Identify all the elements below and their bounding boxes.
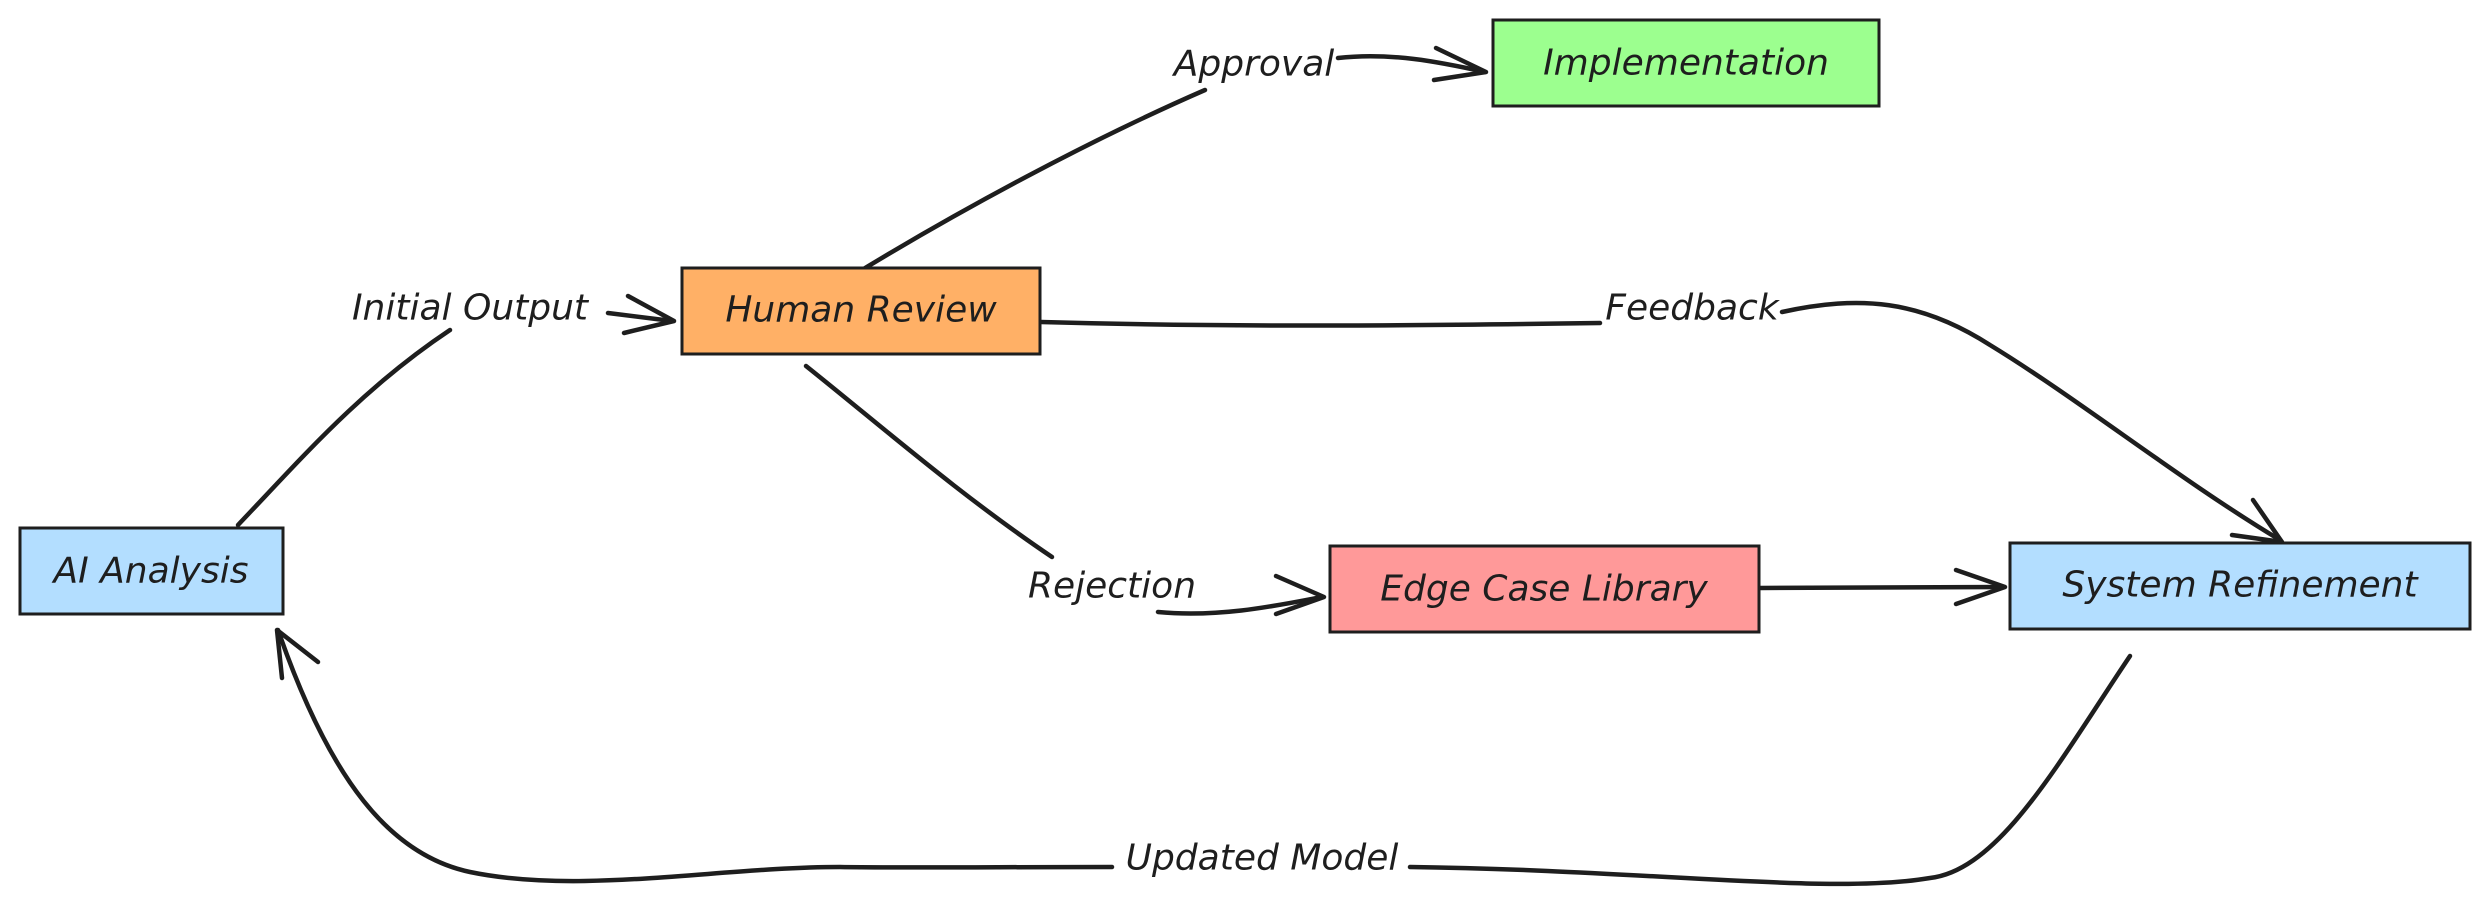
node-implementation[interactable]: Implementation bbox=[1491, 18, 1881, 108]
edge-updated-model-segment bbox=[275, 627, 1115, 884]
edge-rejection-label: Rejection bbox=[1028, 566, 1196, 607]
edge-library-to-refinement-arrowhead bbox=[1953, 567, 2008, 607]
edge-updated-model-line bbox=[1407, 653, 2133, 887]
node-implementation-label: Implementation bbox=[1543, 43, 1829, 84]
edge-initial-output-label: Initial Output bbox=[352, 288, 590, 329]
edge-rejection-segment bbox=[1155, 594, 1325, 616]
node-ai-analysis-box bbox=[18, 526, 285, 616]
node-human-review-box bbox=[680, 266, 1042, 356]
node-system-refinement-box bbox=[2008, 541, 2472, 631]
edge-initial-output-arrowhead bbox=[621, 293, 677, 336]
edge-rejection-line bbox=[803, 363, 1055, 560]
node-system-refinement[interactable]: System Refinement bbox=[2008, 541, 2472, 631]
node-human-review[interactable]: Human Review bbox=[680, 266, 1042, 356]
node-edge-case-library-box bbox=[1328, 544, 1761, 634]
node-system-refinement-label: System Refinement bbox=[2062, 565, 2419, 606]
edge-approval-line bbox=[849, 87, 1208, 279]
edge-feedback-segment bbox=[1779, 300, 2283, 543]
node-ai-analysis[interactable]: AI Analysis bbox=[18, 526, 285, 616]
edge-library-to-refinement bbox=[1757, 567, 2008, 607]
node-ai-analysis-label: AI Analysis bbox=[51, 551, 248, 592]
edge-feedback: Feedback bbox=[1038, 288, 2285, 545]
node-human-review-label: Human Review bbox=[725, 290, 997, 331]
edge-library-to-refinement-line bbox=[1757, 584, 2006, 591]
edge-approval-arrowhead bbox=[1431, 45, 1489, 83]
edge-feedback-label: Feedback bbox=[1605, 288, 1781, 329]
node-edge-case-library-label: Edge Case Library bbox=[1380, 569, 1708, 610]
node-implementation-box bbox=[1491, 18, 1881, 108]
node-edge-case-library[interactable]: Edge Case Library bbox=[1328, 544, 1761, 634]
edge-updated-model-label: Updated Model bbox=[1126, 838, 1399, 879]
edge-rejection: Rejection bbox=[803, 363, 1327, 617]
edge-updated-model: Updated Model bbox=[274, 627, 2133, 887]
edge-approval-label: Approval bbox=[1172, 44, 1335, 85]
edge-updated-model-arrowhead bbox=[274, 627, 321, 681]
edge-rejection-arrowhead bbox=[1273, 573, 1327, 617]
edge-initial-output: Initial Output bbox=[235, 288, 677, 528]
edge-approval-segment bbox=[1335, 53, 1488, 75]
edge-initial-output-line bbox=[235, 327, 453, 528]
edge-initial-output-segment bbox=[605, 310, 675, 324]
edge-feedback-line bbox=[1038, 319, 1603, 328]
edge-approval: Approval bbox=[849, 44, 1489, 279]
